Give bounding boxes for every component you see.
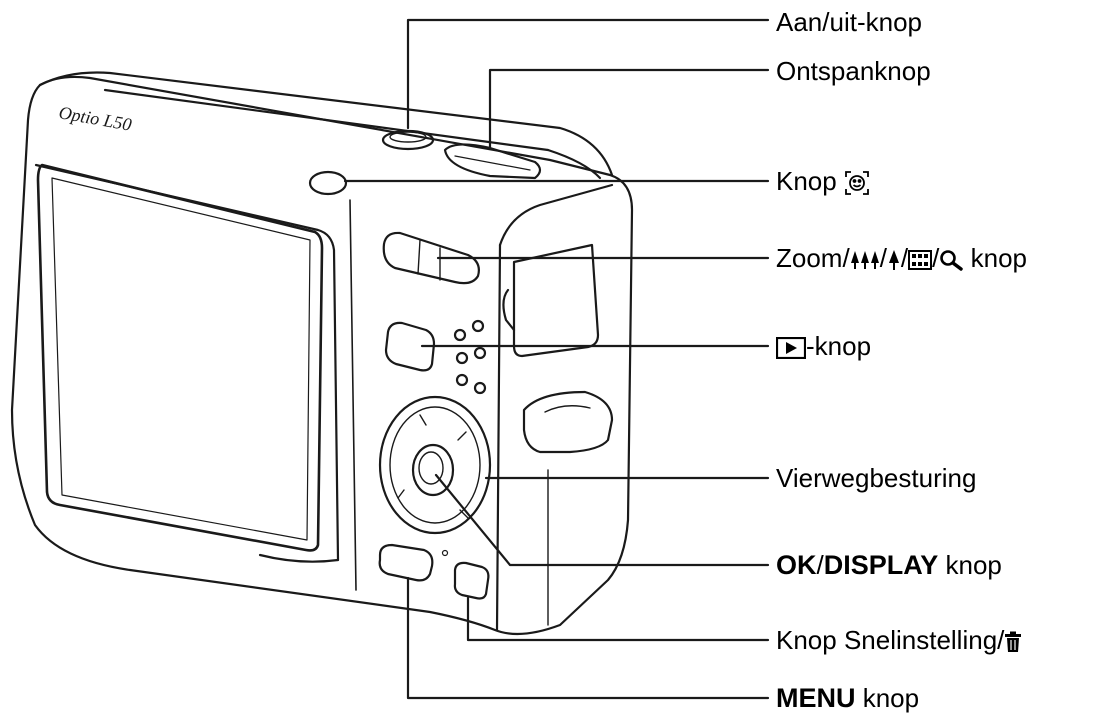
label-playback: -knop xyxy=(776,331,871,361)
label-playback-suffix: -knop xyxy=(806,331,872,361)
label-zoom-suffix: knop xyxy=(963,243,1027,273)
label-face-text: Knop xyxy=(776,166,837,196)
label-zoom-sep2: / xyxy=(900,243,909,273)
label-shutter: Ontspanknop xyxy=(776,56,931,86)
label-ok-ok: OK xyxy=(776,550,817,580)
playback-button-shape xyxy=(384,321,436,372)
leader-quick xyxy=(466,596,770,642)
fourway-ring-shape xyxy=(378,395,492,535)
magnifier-icon xyxy=(939,249,964,271)
quick-button-shape xyxy=(453,561,490,600)
label-quick-text: Knop Snelinstelling/ xyxy=(776,625,1005,655)
thumbnail-grid-icon xyxy=(908,250,933,271)
trash-icon xyxy=(1004,631,1022,653)
side-window-shape xyxy=(512,243,600,358)
power-button-shape xyxy=(381,129,435,151)
label-ok-suffix: knop xyxy=(938,550,1002,580)
lcd-screen xyxy=(36,163,324,552)
camera-side xyxy=(498,183,614,247)
ok-button-shape xyxy=(411,443,455,497)
label-ok-slash: / xyxy=(816,550,824,580)
zoom-rocker-shape xyxy=(382,231,480,285)
camera-body xyxy=(10,75,634,636)
label-fourway: Vierwegbesturing xyxy=(776,463,977,493)
leader-ok xyxy=(434,473,770,567)
label-zoom-sep3: / xyxy=(932,243,940,273)
camera-top-edge xyxy=(38,71,614,177)
face-detect-icon xyxy=(844,170,870,196)
label-zoom-sep1: / xyxy=(879,243,887,273)
wide-trees-icon xyxy=(850,249,880,271)
label-quick: Knop Snelinstelling/ xyxy=(776,625,1022,655)
face-button-shape xyxy=(308,170,348,196)
label-menu: MENU knop xyxy=(776,683,919,713)
label-menu-menu: MENU xyxy=(776,683,856,713)
label-zoom-prefix: Zoom/ xyxy=(776,243,850,273)
screen-bezel xyxy=(34,163,340,562)
shutter-button-shape xyxy=(443,143,542,180)
playback-icon xyxy=(776,337,806,360)
label-ok: OK/DISPLAY knop xyxy=(776,550,1002,580)
strap-lug-shape xyxy=(522,390,614,454)
model-text: Optio L50 xyxy=(57,102,133,134)
leader-menu xyxy=(406,576,770,700)
label-menu-suffix: knop xyxy=(855,683,920,713)
menu-button-shape xyxy=(378,543,434,582)
label-ok-display: DISPLAY xyxy=(823,550,939,580)
label-face: Knop xyxy=(776,166,870,196)
leader-shutter xyxy=(488,68,770,150)
label-zoom: Zoom/ / / / knop xyxy=(776,243,1027,273)
leader-power xyxy=(406,18,770,130)
label-power: Aan/uit-knop xyxy=(776,7,922,37)
tele-tree-icon xyxy=(887,249,901,271)
